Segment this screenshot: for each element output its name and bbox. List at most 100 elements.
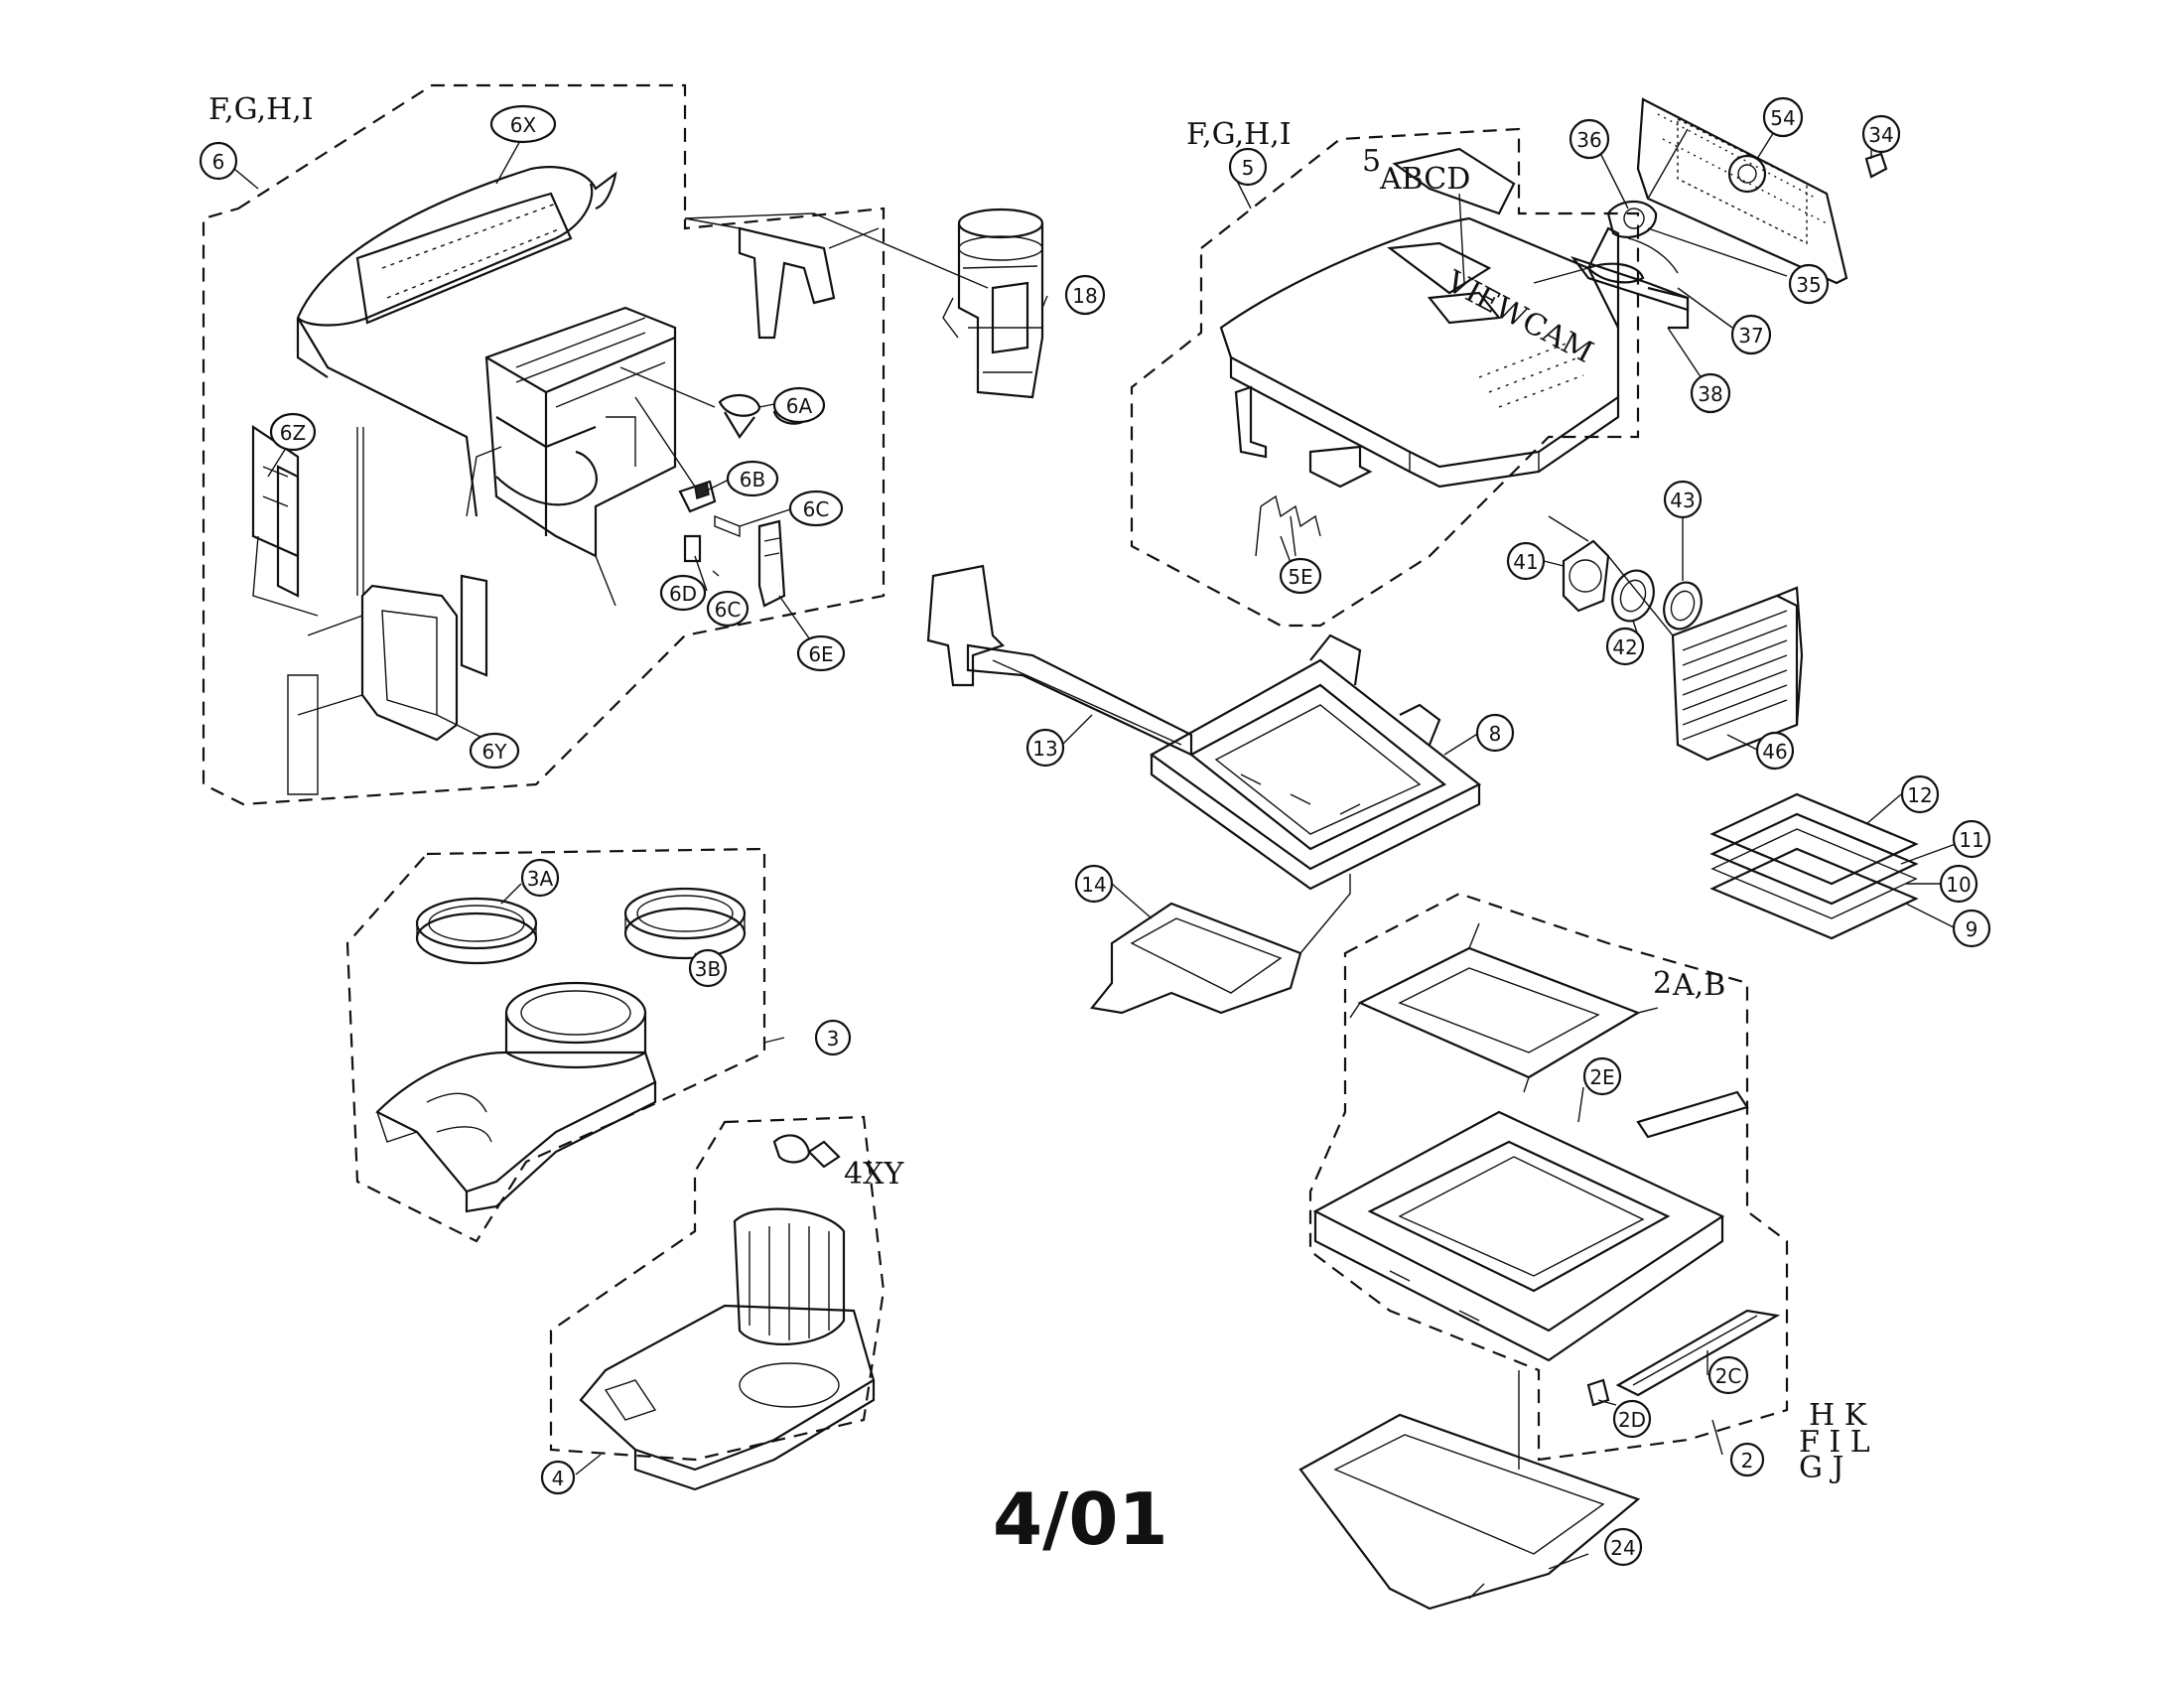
callout-circle [1707,1355,1749,1395]
callout-18: 18 [1064,274,1106,316]
callout-circle [814,1019,852,1056]
callout-35: 35 [1788,263,1830,305]
callout-label: 38 [1698,382,1722,406]
callout-circle [520,858,560,898]
callout-label: 6C [803,497,830,521]
callout-circle [1279,557,1322,595]
callout-label: 24 [1610,1536,1635,1560]
callout-label: 18 [1072,284,1097,308]
group-4-region [549,1115,886,1491]
callout-circle [1475,713,1515,753]
callout-layer: 66X6Z6Y6A6B6C6D6C6E1855E3654343537384143… [199,96,1991,1567]
sub-2-letters-note: A,B [1672,968,1725,1003]
callout-circle [1064,274,1106,316]
callout-circle [1952,909,1991,948]
callout-label: 14 [1081,873,1106,897]
callout-circle [1025,728,1065,768]
callout-label: 12 [1907,783,1932,807]
callout-6d: 6D [659,574,707,612]
callout-circle [1762,96,1804,138]
group-2-region [1298,892,1789,1611]
callout-5e: 5E [1279,557,1322,595]
callout-6x: 6X [489,104,557,144]
callout-14: 14 [1074,864,1114,904]
callout-circle [1603,1527,1643,1567]
callout-label: 8 [1489,722,1502,746]
callout-43: 43 [1663,480,1703,519]
callout-circle [1612,1399,1652,1439]
group-2-variants-a-note: H K [1809,1398,1867,1433]
sub-2-note: 2 [1653,966,1672,1001]
callout-circle [772,386,826,424]
callout-9: 9 [1952,909,1991,948]
callout-6z: 6Z [269,412,317,452]
group-5-variants-note: F,G,H,I [1186,117,1292,152]
callout-circle [1939,864,1979,904]
page-number: 4/01 [993,1477,1168,1561]
callout-41: 41 [1506,541,1546,581]
callout-10: 10 [1939,864,1979,904]
callout-6e: 6E [796,634,846,672]
sub-4-note: 4XY [844,1157,904,1192]
callout-13: 13 [1025,728,1065,768]
callout-circle [1582,1056,1622,1096]
callout-3a: 3A [520,858,560,898]
display-layers [1709,792,1919,940]
center-frame [926,564,1482,891]
callout-circle [1730,314,1772,355]
callout-12: 12 [1900,774,1940,814]
callout-circle [659,574,707,612]
callout-42: 42 [1605,627,1645,666]
callout-6c: 6C [788,490,844,527]
callout-circle [1506,541,1546,581]
sub-5-letters-note: ABCD [1379,162,1470,197]
callout-label: 6A [786,394,813,418]
callout-label: 2C [1715,1364,1742,1388]
callout-circle [489,104,557,144]
callout-6a: 6A [772,386,826,424]
callout-label: 43 [1670,489,1695,512]
callout-4: 4 [540,1460,576,1495]
callout-label: 3B [695,957,721,981]
callout-6y: 6Y [469,732,520,770]
callout-label: 42 [1612,635,1637,659]
callout-label: 6D [669,582,697,606]
callout-circle [1729,1442,1765,1477]
panel-14 [1089,874,1351,1015]
callout-label: 6Z [280,421,306,445]
callout-circle [688,948,728,988]
callout-label: 6 [212,150,225,174]
callout-circle [796,634,846,672]
callout-6c: 6C [706,590,750,628]
callout-label: 2D [1618,1408,1646,1432]
callout-circle [1861,114,1901,154]
side-grille-assembly [1548,515,1804,762]
callout-circle [788,490,844,527]
callout-label: 3 [827,1027,840,1051]
callout-circle [1755,731,1795,771]
callout-label: 6B [740,468,765,491]
callout-label: 46 [1762,740,1787,764]
group-5-region: VIEWCAM [1130,127,1640,628]
callout-label: 54 [1770,106,1795,130]
callout-circle [1228,147,1268,187]
callout-circle [1663,480,1703,519]
callout-label: 2 [1741,1449,1754,1473]
callout-circle [1690,372,1731,414]
callout-label: 6C [715,598,742,622]
callout-46: 46 [1755,731,1795,771]
callout-37: 37 [1730,314,1772,355]
callout-circle [1074,864,1114,904]
group-2-variants-b-note: F I L [1799,1425,1870,1460]
lens-barrel [942,208,1044,399]
callout-circle [726,460,779,497]
callout-circle [469,732,520,770]
callout-38: 38 [1690,372,1731,414]
callout-label: 6E [808,642,833,666]
callout-label: 3A [527,867,554,891]
callout-circle [1605,627,1645,666]
callout-label: 2E [1589,1065,1614,1089]
callout-label: 6Y [482,740,508,764]
callout-label: 4 [552,1467,565,1490]
